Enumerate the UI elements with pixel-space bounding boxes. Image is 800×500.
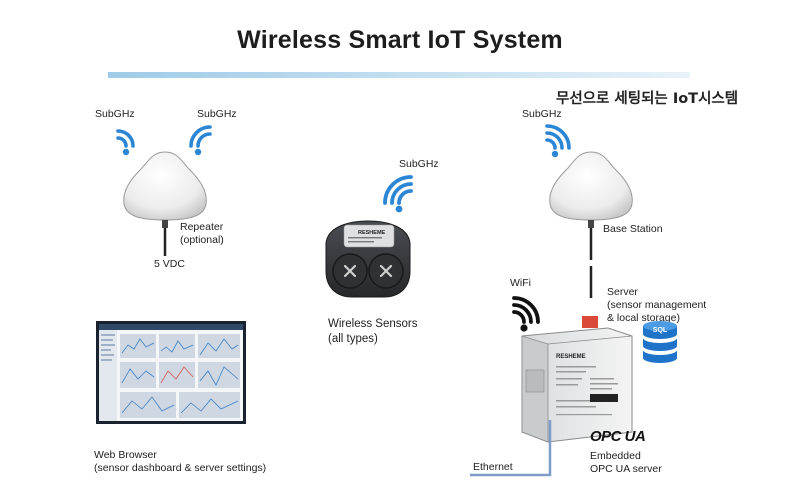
browser-label-line1: Web Browser xyxy=(94,449,157,462)
sensors-label-line2: (all types) xyxy=(328,332,378,346)
opc-label-line2: OPC UA server xyxy=(590,463,662,476)
base-station-signal-label: SubGHz xyxy=(522,108,562,121)
sql-database-icon: SQL xyxy=(640,318,680,364)
server-label-line2: (sensor management xyxy=(607,299,706,312)
ethernet-label: Ethernet xyxy=(473,461,513,474)
title-underline xyxy=(108,72,690,78)
wireless-sensor-device: RESHEME xyxy=(318,213,418,303)
repeater-power-label: 5 VDC xyxy=(154,258,185,271)
korean-subtitle: 무선으로 세팅되는 IoT시스템 xyxy=(556,87,738,108)
repeater-label-line2: (optional) xyxy=(180,234,224,247)
sensors-signal-label: SubGHz xyxy=(399,158,439,171)
server-brand-text: RESHEME xyxy=(556,354,586,360)
server-label-line1: Server xyxy=(607,286,638,299)
repeater-signal-right-label: SubGHz xyxy=(197,108,237,121)
wifi-label: WiFi xyxy=(510,277,531,290)
browser-label-line2: (sensor dashboard & server settings) xyxy=(94,462,266,475)
repeater-label-line1: Repeater xyxy=(180,221,223,234)
base-station-label: Base Station xyxy=(603,223,663,236)
sensors-label-line1: Wireless Sensors xyxy=(328,317,417,331)
diagram-title: Wireless Smart IoT System xyxy=(0,26,800,55)
sql-label: SQL xyxy=(653,327,668,334)
sensor-brand-text: RESHEME xyxy=(358,230,386,236)
repeater-signal-left-label: SubGHz xyxy=(95,108,135,121)
web-browser-screenshot xyxy=(96,321,246,424)
